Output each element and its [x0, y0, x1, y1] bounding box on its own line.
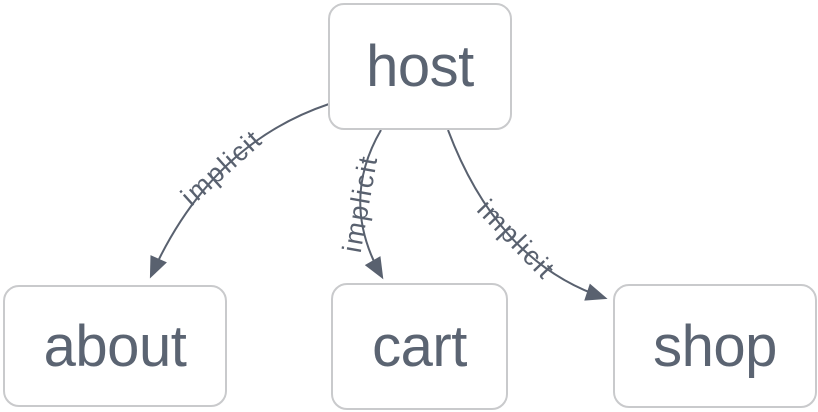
node-about-label: about: [43, 313, 187, 379]
edge-label-host-cart: implicit: [337, 153, 384, 255]
node-cart-label: cart: [372, 314, 467, 379]
node-about[interactable]: about: [3, 285, 227, 407]
node-shop[interactable]: shop: [613, 284, 817, 408]
node-shop-label: shop: [653, 313, 777, 379]
node-cart[interactable]: cart: [331, 283, 508, 410]
edge-line-host-shop: [447, 129, 608, 301]
node-host[interactable]: host: [328, 3, 512, 130]
node-host-label: host: [366, 34, 474, 99]
edge-line-host-cart: [359, 129, 384, 280]
edge-label-host-shop: implicit: [471, 194, 561, 286]
edge-label-host-about: implicit: [175, 123, 268, 211]
edge-line-host-about: [149, 103, 330, 279]
edge-host-shop: implicit: [447, 129, 608, 301]
edge-host-cart: implicit: [337, 129, 384, 280]
edge-host-about: implicit: [149, 103, 330, 279]
